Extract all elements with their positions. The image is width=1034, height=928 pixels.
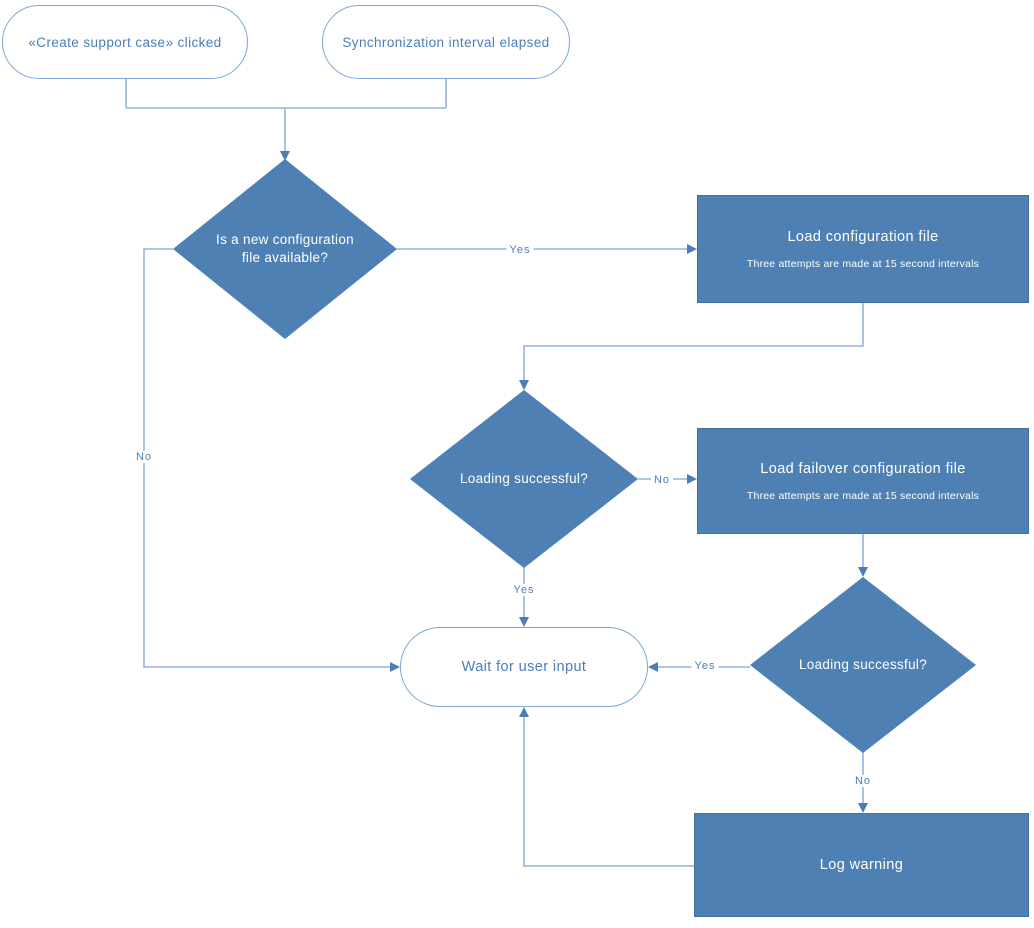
node-log-warning-title: Log warning [819,857,904,873]
edge-label-yes-new-config: Yes [506,244,534,256]
edge-start-merge [125,79,447,109]
node-start-sync-interval: Synchronization interval elapsed [322,5,570,79]
node-start-sync-interval-label: Synchronization interval elapsed [342,34,550,50]
edge-label-yes-load-failover: Yes [691,660,719,672]
node-decision-new-config-available-label: Is a new configuration file available? [216,231,354,265]
node-load-failover-configuration-file-subtitle: Three attempts are made at 15 second int… [746,489,980,502]
edge-label-no-load-failover: No [851,775,875,787]
edge-label-no-load-primary: No [650,474,674,486]
node-start-create-support-case-label: «Create support case» clicked [28,34,222,50]
node-decision-loading-successful-failover-label: Loading successful? [798,656,928,672]
edge-label-yes-load-primary: Yes [510,584,538,596]
node-load-configuration-file-title: Load configuration file [787,228,939,245]
node-load-failover-configuration-file-title: Load failover configuration file [760,460,966,477]
node-start-create-support-case: «Create support case» clicked [2,5,248,79]
edge-log-warning-to-wait [519,707,694,867]
node-wait-for-user-input-label: Wait for user input [461,659,587,675]
edge-label-no-new-config: No [132,451,156,463]
node-load-configuration-file-subtitle: Three attempts are made at 15 second int… [746,257,980,270]
node-load-failover-configuration-file: Load failover configuration file Three a… [697,428,1029,534]
edge-load-config-to-decision [519,303,864,390]
node-decision-loading-successful-primary-label: Loading successful? [459,470,589,486]
node-wait-for-user-input: Wait for user input [400,627,648,707]
node-log-warning: Log warning [694,813,1029,917]
node-load-configuration-file: Load configuration file Three attempts a… [697,195,1029,303]
